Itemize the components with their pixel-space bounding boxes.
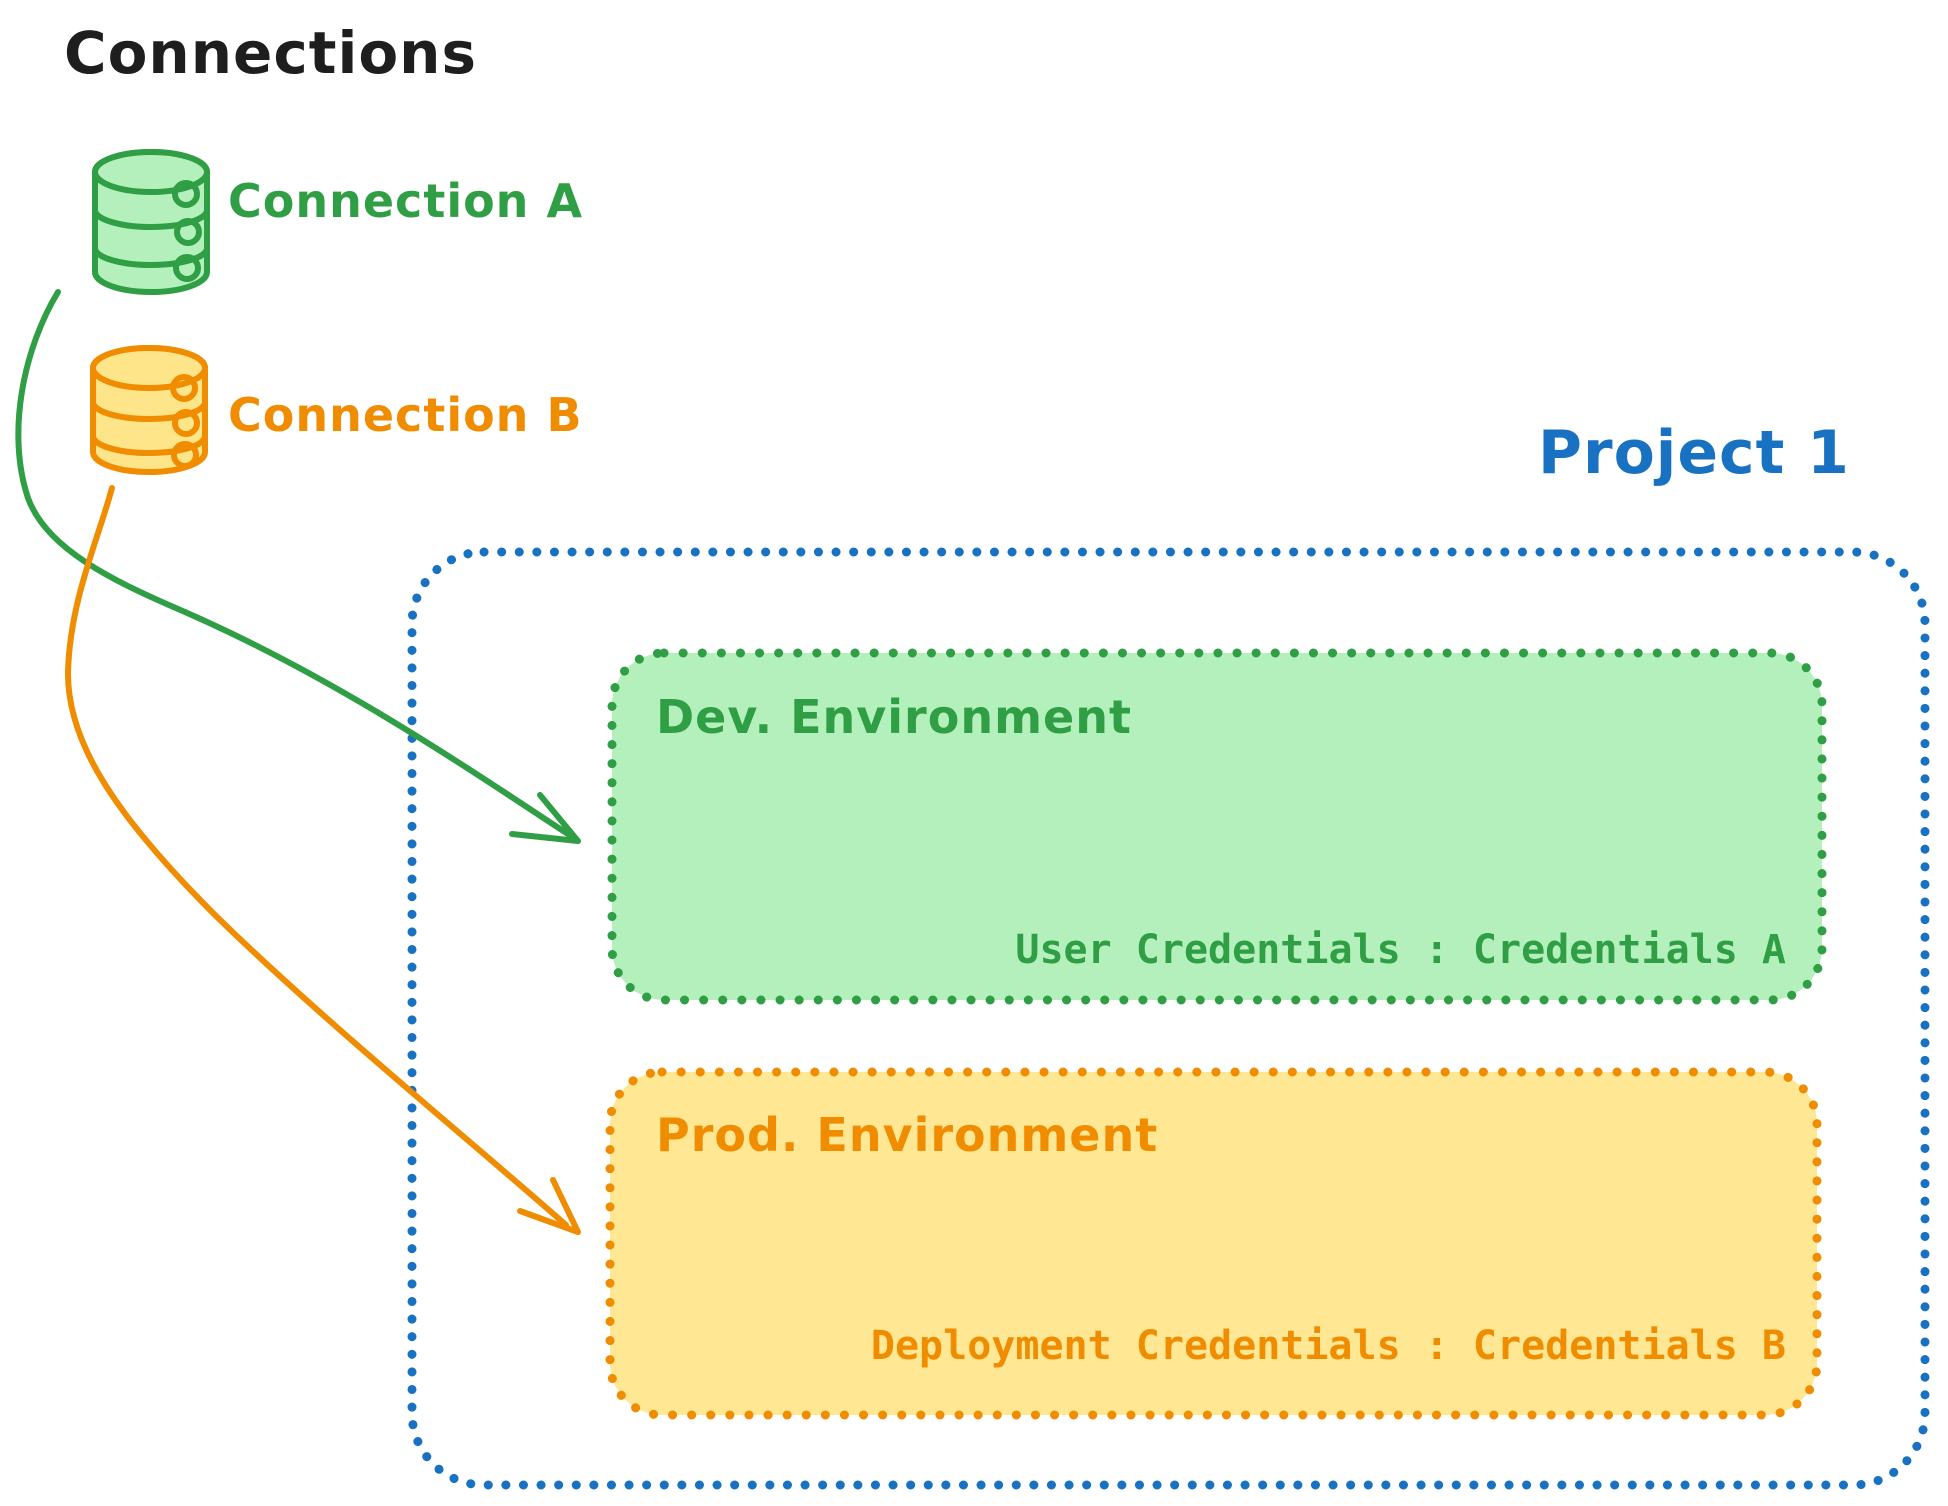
connection-b-label: Connection B: [228, 388, 583, 442]
project-box: [407, 547, 1930, 1490]
database-icon-connection-a: [92, 149, 210, 295]
connection-a-label: Connection A: [228, 174, 584, 228]
dev-environment-box: [607, 648, 1827, 1005]
connection-a-to-dev-arrow: [15, 289, 581, 844]
dev-environment-credentials: User Credentials : Credentials A: [1015, 927, 1786, 973]
dev-environment-title: Dev. Environment: [656, 690, 1132, 744]
diagram-title: Connections: [64, 19, 477, 87]
project-title: Project 1: [1538, 418, 1850, 488]
database-icon-connection-b: [90, 345, 208, 475]
prod-environment-credentials: Deployment Credentials : Credentials B: [870, 1323, 1786, 1369]
prod-environment-box: [605, 1067, 1822, 1420]
prod-environment-title: Prod. Environment: [656, 1108, 1159, 1162]
connection-b-to-prod-arrow: [64, 485, 581, 1235]
